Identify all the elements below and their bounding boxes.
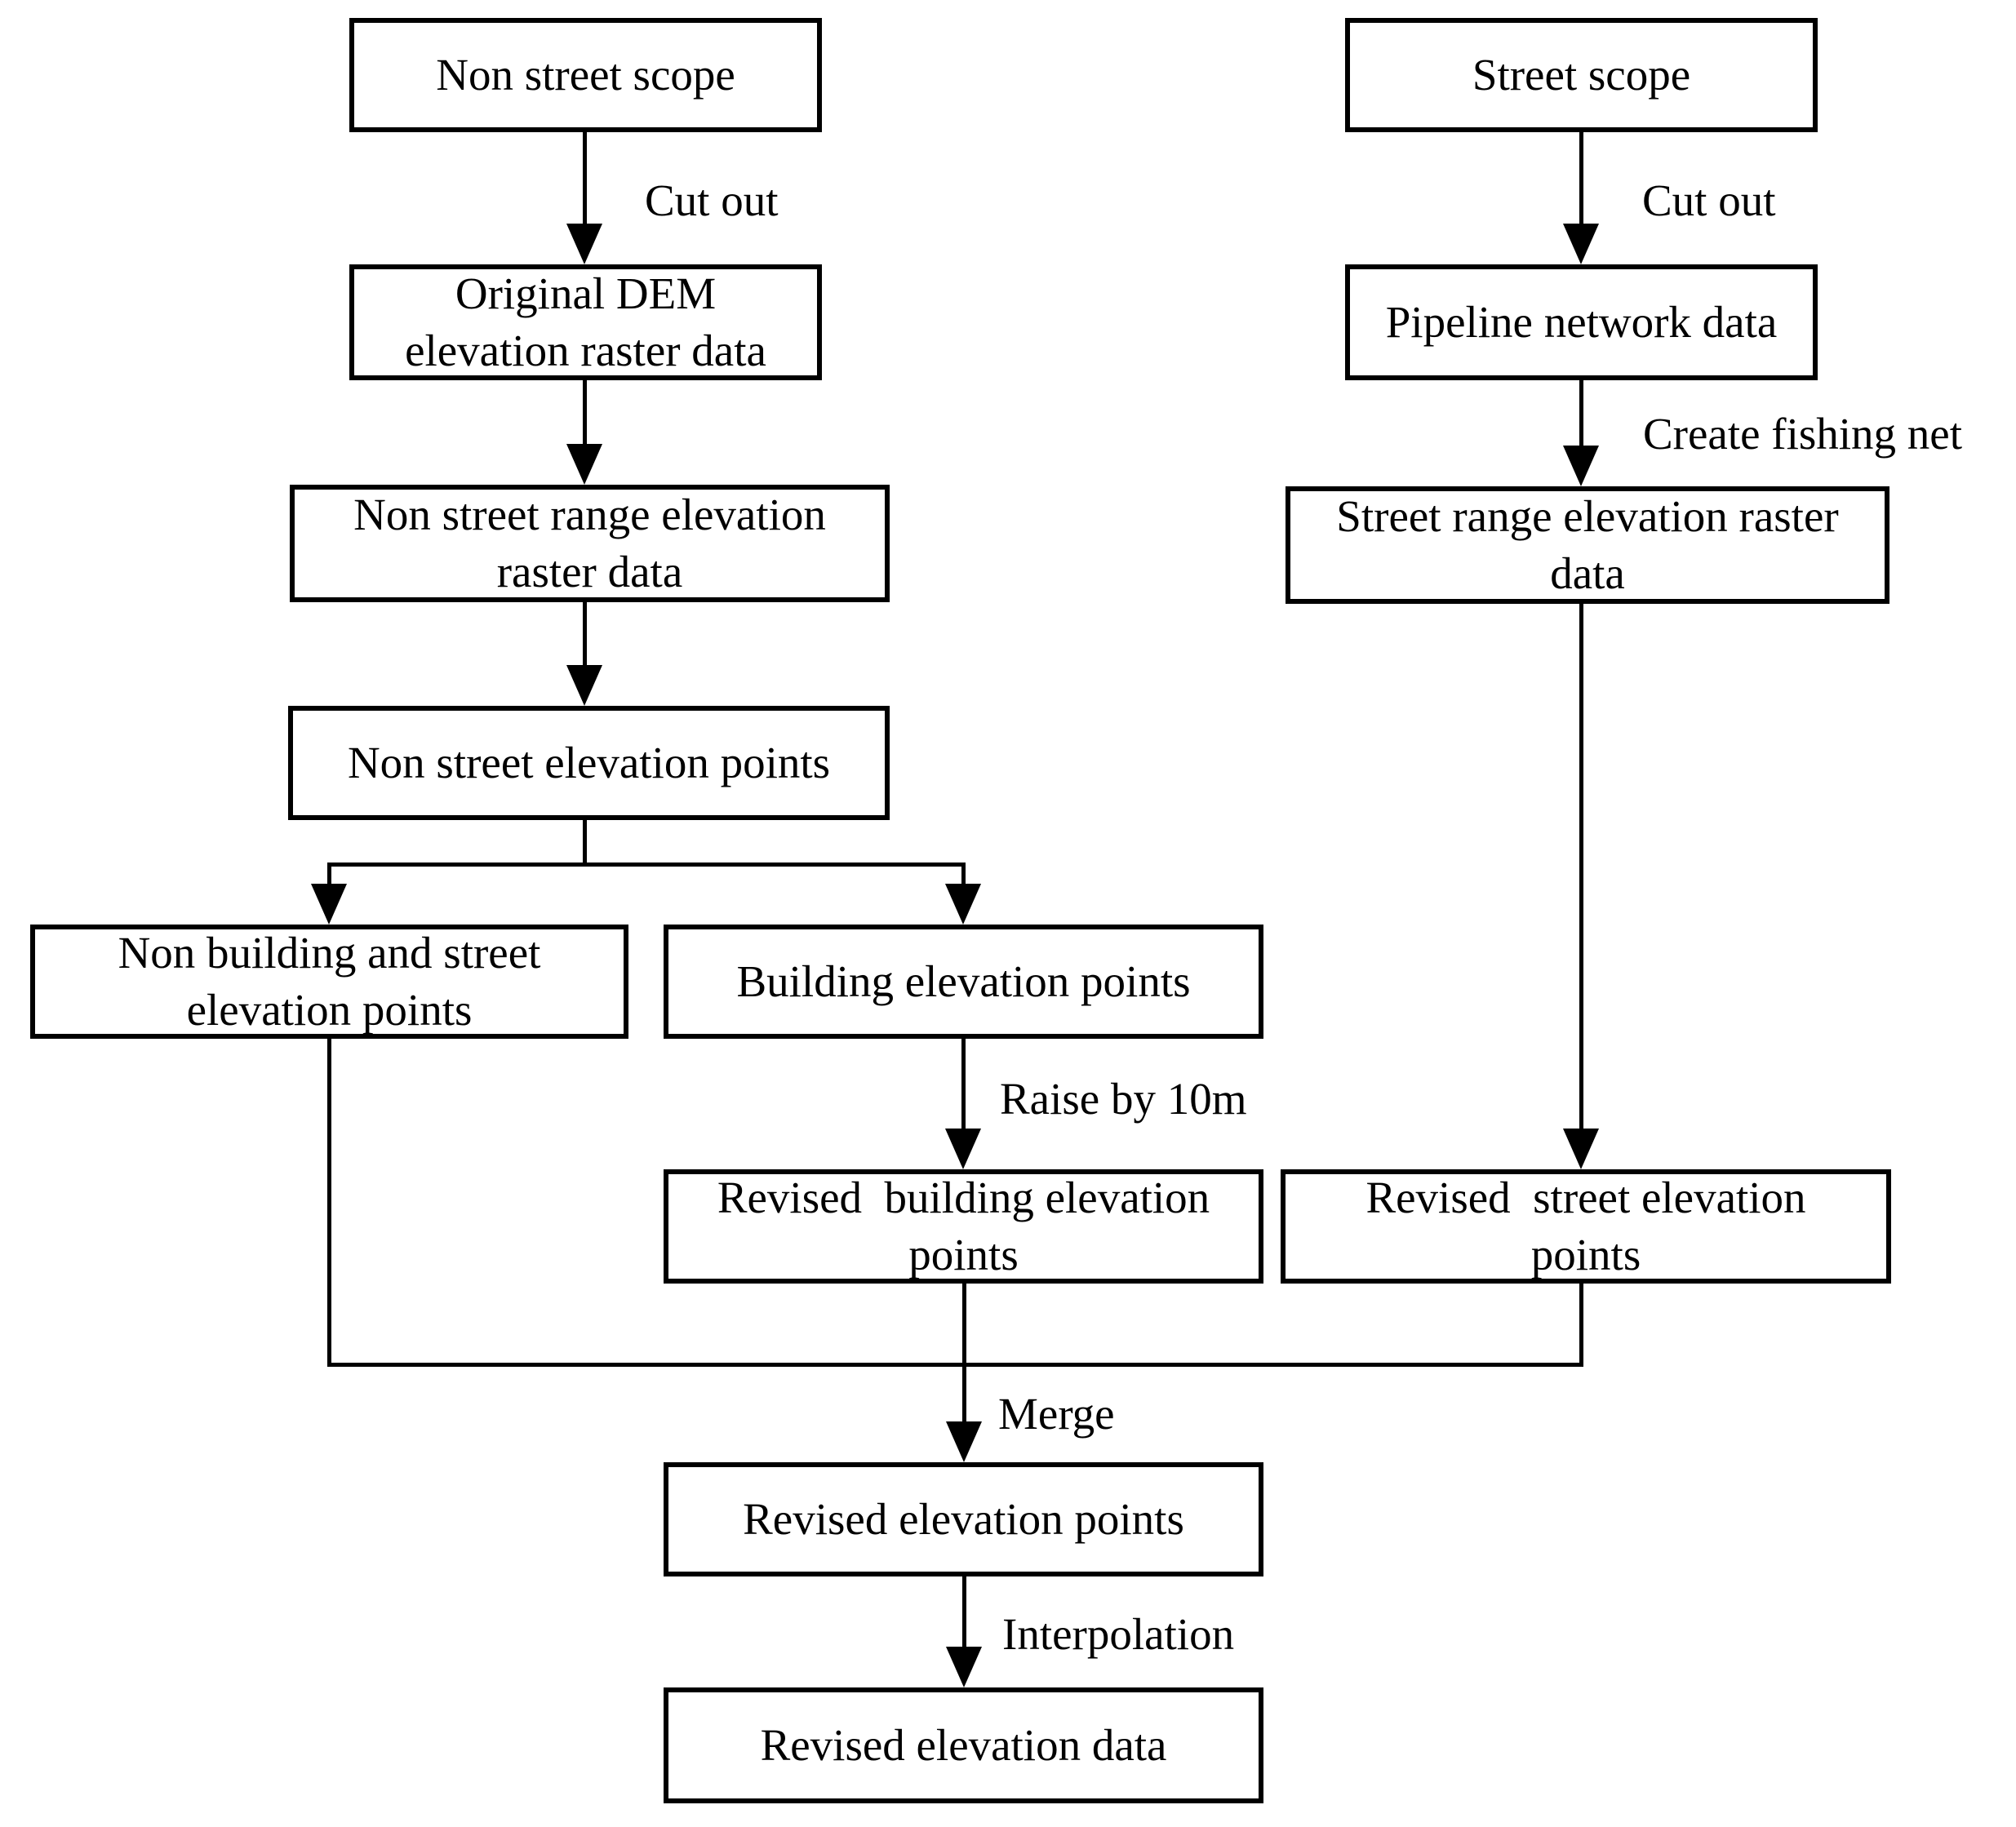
edge-label-create-fishing-net: Create fishing net	[1643, 409, 1962, 459]
box-revised-elevation-data: Revised elevation data	[664, 1687, 1263, 1803]
arrowhead-down-icon	[946, 1421, 982, 1462]
split-horizontal-line	[327, 863, 966, 867]
box-non-building-and-street-elevation-points: Non building and street elevation points	[30, 925, 628, 1039]
arrow-line-building-to-revisedbuilding	[961, 1039, 966, 1129]
arrow-line-merge-to-revisedpoints	[962, 1284, 966, 1421]
arrow-line-nonstreet-to-dem	[583, 132, 587, 224]
arrowhead-down-icon	[1563, 224, 1599, 264]
edge-label-interpolation: Interpolation	[1002, 1609, 1235, 1659]
arrow-line-nonstreetrange-to-points	[583, 602, 587, 665]
box-revised-elevation-points: Revised elevation points	[664, 1462, 1263, 1576]
split-stem-line	[583, 820, 587, 867]
edge-label-cut-out-right: Cut out	[1642, 175, 1776, 225]
arrow-line-revisedpoints-to-reviseddata	[962, 1576, 966, 1647]
merge-line-from-revisedstreet	[1579, 1284, 1583, 1367]
edge-label-cut-out-left: Cut out	[645, 175, 779, 225]
box-original-dem-elevation-raster-data: Original DEM elevation raster data	[349, 264, 822, 380]
box-building-elevation-points: Building elevation points	[664, 925, 1263, 1039]
split-right-line	[961, 863, 966, 888]
merge-horizontal-line	[327, 1363, 1583, 1367]
arrowhead-down-icon	[945, 884, 981, 925]
arrowhead-down-icon	[946, 1647, 982, 1687]
box-non-street-elevation-points: Non street elevation points	[288, 706, 890, 820]
box-pipeline-network-data: Pipeline network data	[1345, 264, 1818, 380]
edge-label-merge: Merge	[998, 1389, 1115, 1439]
arrow-line-streetrange-to-revisedstreet	[1579, 604, 1583, 1129]
arrowhead-down-icon	[1563, 446, 1599, 486]
split-left-line	[327, 863, 331, 888]
arrow-line-dem-to-nonstreetrange	[583, 380, 587, 444]
arrowhead-down-icon	[945, 1129, 981, 1169]
box-non-street-range-elevation-raster-data: Non street range elevation raster data	[290, 485, 890, 602]
box-revised-building-elevation-points: Revised building elevation points	[664, 1169, 1263, 1284]
arrow-line-street-to-pipeline	[1579, 132, 1583, 224]
box-revised-street-elevation-points: Revised street elevation points	[1281, 1169, 1891, 1284]
edge-label-raise-by-10m: Raise by 10m	[1000, 1074, 1247, 1124]
arrowhead-down-icon	[566, 224, 602, 264]
box-non-street-scope: Non street scope	[349, 18, 822, 132]
arrow-line-pipeline-to-streetrange	[1579, 380, 1583, 446]
merge-line-from-nonbuilding	[327, 1039, 331, 1367]
arrowhead-down-icon	[1563, 1129, 1599, 1169]
arrowhead-down-icon	[566, 665, 602, 706]
arrowhead-down-icon	[311, 884, 347, 925]
box-street-scope: Street scope	[1345, 18, 1818, 132]
arrowhead-down-icon	[566, 444, 602, 485]
box-street-range-elevation-raster-data: Street range elevation raster data	[1286, 486, 1889, 604]
